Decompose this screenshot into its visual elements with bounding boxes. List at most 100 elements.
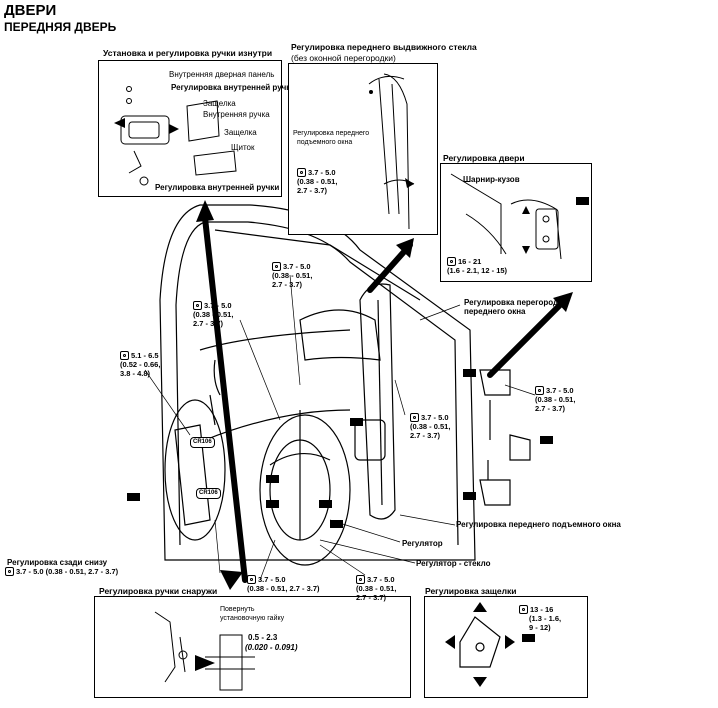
torque-wrench-icon	[447, 257, 456, 266]
latch-adjust-panel: Регулировка защелки 13 - 16 (1.3 - 1.6, …	[424, 586, 588, 698]
torque-wrench-icon	[535, 386, 544, 395]
fastener-badge	[319, 500, 332, 508]
door-torque-2: (1.6 - 2.1, 12 - 15)	[447, 266, 508, 275]
torque-wrench-icon	[272, 262, 281, 271]
fastener-badge	[463, 369, 476, 377]
torque-top-mid: 3.7 - 5.0 (0.38 - 0.51, 2.7 - 3.7)	[272, 262, 312, 289]
label-inner-panel: Внутренняя дверная панель	[169, 70, 275, 79]
glass-title-1: Регулировка переднего выдвижного стекла	[291, 42, 477, 52]
page-title: ДВЕРИ	[4, 2, 57, 19]
turn-nut-2: установочную гайку	[220, 615, 285, 622]
torque-value: 3.7 - 5.0	[367, 575, 395, 584]
torque-value: (0.38 - 0.51,	[356, 584, 397, 593]
fastener-badge	[127, 493, 140, 501]
torque-left: 5.1 - 6.5 (0.52 - 0.66, 3.8 - 4.8)	[120, 351, 160, 378]
torque-wrench-icon	[356, 575, 365, 584]
fastener-badge	[266, 500, 279, 508]
fastener-badge	[463, 492, 476, 500]
hinge-label: Шарнир-кузов	[463, 175, 520, 184]
label-latch: Защелка	[203, 99, 236, 108]
label-window-adj: Регулировка переднего подъемного окна	[456, 520, 621, 529]
glass-torque: 3.7 - 5.0 (0.38 - 0.51, 2.7 - 3.7)	[297, 168, 337, 195]
torque-rear-adj: 3.7 - 5.0 (0.38 - 0.51, 2.7 - 3.7)	[5, 567, 118, 576]
torque-value: 2.7 - 3.7)	[193, 319, 224, 328]
torque-value: (0.38 - 0.51, 2.7 - 3.7)	[247, 584, 320, 593]
torque-value: 2.7 - 3.7)	[272, 280, 303, 289]
torque-value: (0.38 - 0.51,	[410, 422, 451, 431]
glass-callout-2: подъемного окна	[297, 139, 353, 146]
label-latch-2: Защелка	[224, 128, 257, 137]
torque-hinge: 3.7 - 5.0 (0.38 - 0.51, 2.7 - 3.7)	[535, 386, 575, 413]
torque-value: 2.7 - 3.7)	[410, 431, 441, 440]
cr106-tag: CR106	[196, 488, 221, 499]
inner-handle-drawing	[114, 86, 237, 186]
torque-value: (0.38 - 0.51,	[535, 395, 576, 404]
range-2: (0.020 - 0.091)	[245, 643, 298, 652]
torque-value: (0.38 - 0.51,	[193, 310, 234, 319]
torque-wrench-icon	[247, 575, 256, 584]
label-regulator-glass: Регулятор - стекло	[416, 559, 491, 568]
outer-handle-panel: Регулировка ручки снаружи Повернуть уста…	[94, 586, 411, 698]
torque-wrench-icon	[5, 567, 14, 576]
fastener-badge	[350, 418, 363, 426]
label-partition-1: Регулировка перегородки	[464, 298, 568, 307]
torque-upper-left: 3.7 - 5.0 (0.38 - 0.51, 2.7 - 3.7)	[193, 301, 233, 328]
cr106-tag: CR106	[190, 437, 215, 448]
label-inner-handle-adj-bottom: Регулировка внутренней ручки	[155, 183, 280, 192]
torque-center-right: 3.7 - 5.0 (0.38 - 0.51, 2.7 - 3.7)	[410, 413, 450, 440]
glass-torque-3: 2.7 - 3.7)	[297, 186, 328, 195]
page-subtitle: ПЕРЕДНЯЯ ДВЕРЬ	[4, 20, 117, 34]
fastener-badge	[522, 634, 535, 642]
inner-handle-title: Установка и регулировка ручки изнутри	[103, 48, 273, 58]
torque-value: 3.7 - 5.0	[421, 413, 449, 422]
fastener-badge	[540, 436, 553, 444]
torque-value: 3.7 - 5.0	[283, 262, 311, 271]
torque-value: 3.8 - 4.8)	[120, 369, 151, 378]
rear-adj-torque-value: 3.7 - 5.0 (0.38 - 0.51, 2.7 - 3.7)	[16, 567, 119, 576]
glass-title-2: (без оконной перегородки)	[291, 53, 396, 63]
label-rear-adj: Регулировка сзади снизу	[7, 558, 108, 567]
latch-adjust-drawing	[445, 602, 515, 687]
glass-drawing	[368, 73, 415, 230]
torque-value: 3.7 - 5.0	[204, 301, 232, 310]
inner-handle-panel: Установка и регулировка ручки изнутри Вн…	[98, 48, 295, 197]
fastener-badge	[330, 520, 343, 528]
glass-torque-1: 3.7 - 5.0	[308, 168, 336, 177]
outer-handle-title: Регулировка ручки снаружи	[99, 586, 218, 596]
glass-panel: Регулировка переднего выдвижного стекла …	[288, 42, 477, 235]
label-partition-2: переднего окна	[464, 307, 526, 316]
latch-torque-2: (1.3 - 1.6,	[529, 614, 562, 623]
door-adjust-title: Регулировка двери	[443, 153, 525, 163]
latch-torque-3: 9 - 12)	[529, 623, 551, 632]
torque-wrench-icon	[120, 351, 129, 360]
latch-torque-1: 13 - 16	[530, 605, 554, 614]
torque-wrench-icon	[297, 168, 306, 177]
door-adjust-panel: Регулировка двери Шарнир-кузов 16 - 21 (…	[440, 153, 592, 282]
fastener-badge	[266, 475, 279, 483]
fastener-badge	[576, 197, 589, 205]
torque-value: (0.52 - 0.66,	[120, 360, 161, 369]
glass-torque-2: (0.38 - 0.51,	[297, 177, 338, 186]
door-adjust-drawing	[450, 173, 562, 260]
torque-value: (0.38 - 0.51,	[272, 271, 313, 280]
label-inner-handle-adj: Регулировка внутренней ручки	[171, 83, 296, 92]
torque-bottom-mid: 3.7 - 5.0 (0.38 - 0.51, 2.7 - 3.7)	[247, 575, 320, 593]
turn-nut-1: Повернуть	[220, 606, 255, 613]
torque-value: 3.7 - 5.0	[546, 386, 574, 395]
torque-wrench-icon	[193, 301, 202, 310]
glass-callout-1: Регулировка переднего	[293, 130, 370, 137]
label-inner-handle: Внутренняя ручка	[203, 110, 270, 119]
door-torque-1: 16 - 21	[458, 257, 482, 266]
range-1: 0.5 - 2.3	[248, 633, 278, 642]
latch-torque: 13 - 16 (1.3 - 1.6, 9 - 12)	[519, 605, 561, 632]
torque-value: 5.1 - 6.5	[131, 351, 159, 360]
torque-bottom-right: 3.7 - 5.0 (0.38 - 0.51, 2.7 - 3.7)	[356, 575, 396, 602]
label-shield: Щиток	[231, 143, 255, 152]
outer-handle-drawing	[154, 611, 255, 691]
torque-value: 2.7 - 3.7)	[535, 404, 566, 413]
label-regulator: Регулятор	[402, 539, 443, 548]
torque-wrench-icon	[519, 605, 528, 614]
torque-value: 3.7 - 5.0	[258, 575, 286, 584]
latch-adjust-title: Регулировка защелки	[425, 586, 517, 596]
